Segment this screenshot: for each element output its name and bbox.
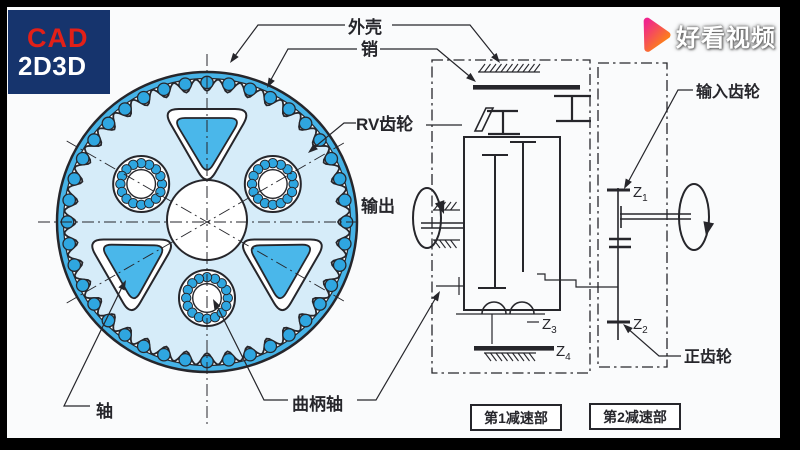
leader-spurgear — [625, 326, 681, 357]
leader-pin-right — [380, 48, 475, 81]
leader-housing-left — [231, 24, 345, 61]
rv-gear-front-view — [38, 54, 362, 428]
pin-symbol-right — [554, 94, 591, 123]
label-z2: Z2 — [633, 316, 648, 336]
label-input-gear: 输入齿轮 — [696, 82, 760, 101]
label-output: 输出 — [361, 196, 395, 216]
label-z1: Z1 — [633, 184, 648, 204]
cad2d3d-logo: CAD 2D3D — [8, 10, 110, 94]
leader-arrowheads — [118, 52, 715, 334]
ground-hatching — [433, 63, 541, 362]
section2-box — [589, 403, 681, 430]
leader-crank-left — [214, 301, 288, 401]
input-rotation-ellipse — [678, 183, 710, 251]
section1-box — [470, 404, 562, 431]
label-z3: Z3 — [542, 316, 557, 336]
coupling-bars — [609, 237, 631, 249]
crank-rod-left — [482, 154, 508, 287]
crank-shaft-holes — [91, 108, 323, 312]
center-lines — [38, 54, 362, 428]
leader-pin-left — [267, 48, 357, 86]
leader-inputgear — [625, 89, 693, 187]
label-spur-gear: 正齿轮 — [684, 347, 732, 366]
watermark-text: 好看视频 — [676, 24, 776, 52]
reduction2-boundary — [597, 62, 668, 368]
output-rotation-ellipse — [412, 187, 442, 249]
section1-label: 第1减速部 — [484, 410, 548, 426]
frame-bar-top — [0, 0, 800, 7]
output-link — [436, 277, 464, 295]
label-pin: 销 — [361, 39, 378, 59]
pin-support-bar — [473, 85, 580, 90]
frame-bar-left — [0, 0, 7, 438]
mesh-steps — [537, 273, 618, 288]
frame-bar-bottom — [0, 438, 800, 450]
section2-label: 第2减速部 — [603, 409, 667, 425]
label-z4: Z4 — [556, 343, 571, 363]
label-shaft: 轴 — [96, 401, 113, 421]
crank-rod-right — [510, 141, 536, 272]
pin-symbol-left — [487, 109, 520, 136]
leader-housing-right — [392, 24, 499, 61]
leader-crank-right — [357, 293, 439, 401]
label-rv-gear: RV齿轮 — [356, 114, 413, 134]
crank-link — [473, 107, 495, 132]
output-shaft — [421, 222, 464, 229]
frame-bar-right — [780, 0, 800, 450]
crank-bearing — [112, 155, 171, 213]
leader-shaft — [63, 282, 125, 407]
crank-domes — [481, 301, 535, 315]
haokan-watermark: 好看视频 — [640, 15, 776, 55]
logo-line2: 2D3D — [18, 50, 87, 81]
label-housing: 外壳 — [348, 17, 382, 37]
reduction1-boundary — [431, 59, 591, 374]
play-triangle-icon — [643, 17, 671, 52]
rv-gear-block — [463, 136, 561, 311]
leader-lines — [63, 24, 693, 407]
kinematic-schematic: 外壳 销 RV齿轮 输出 输入齿轮 正齿轮 轴 曲柄轴 Z1 Z2 Z3 Z4 … — [63, 17, 760, 431]
leader-rvgear-left — [309, 122, 356, 152]
label-crank-shaft: 曲柄轴 — [292, 394, 343, 414]
logo-line1: CAD — [27, 23, 89, 54]
output-bar-z4 — [474, 346, 554, 351]
